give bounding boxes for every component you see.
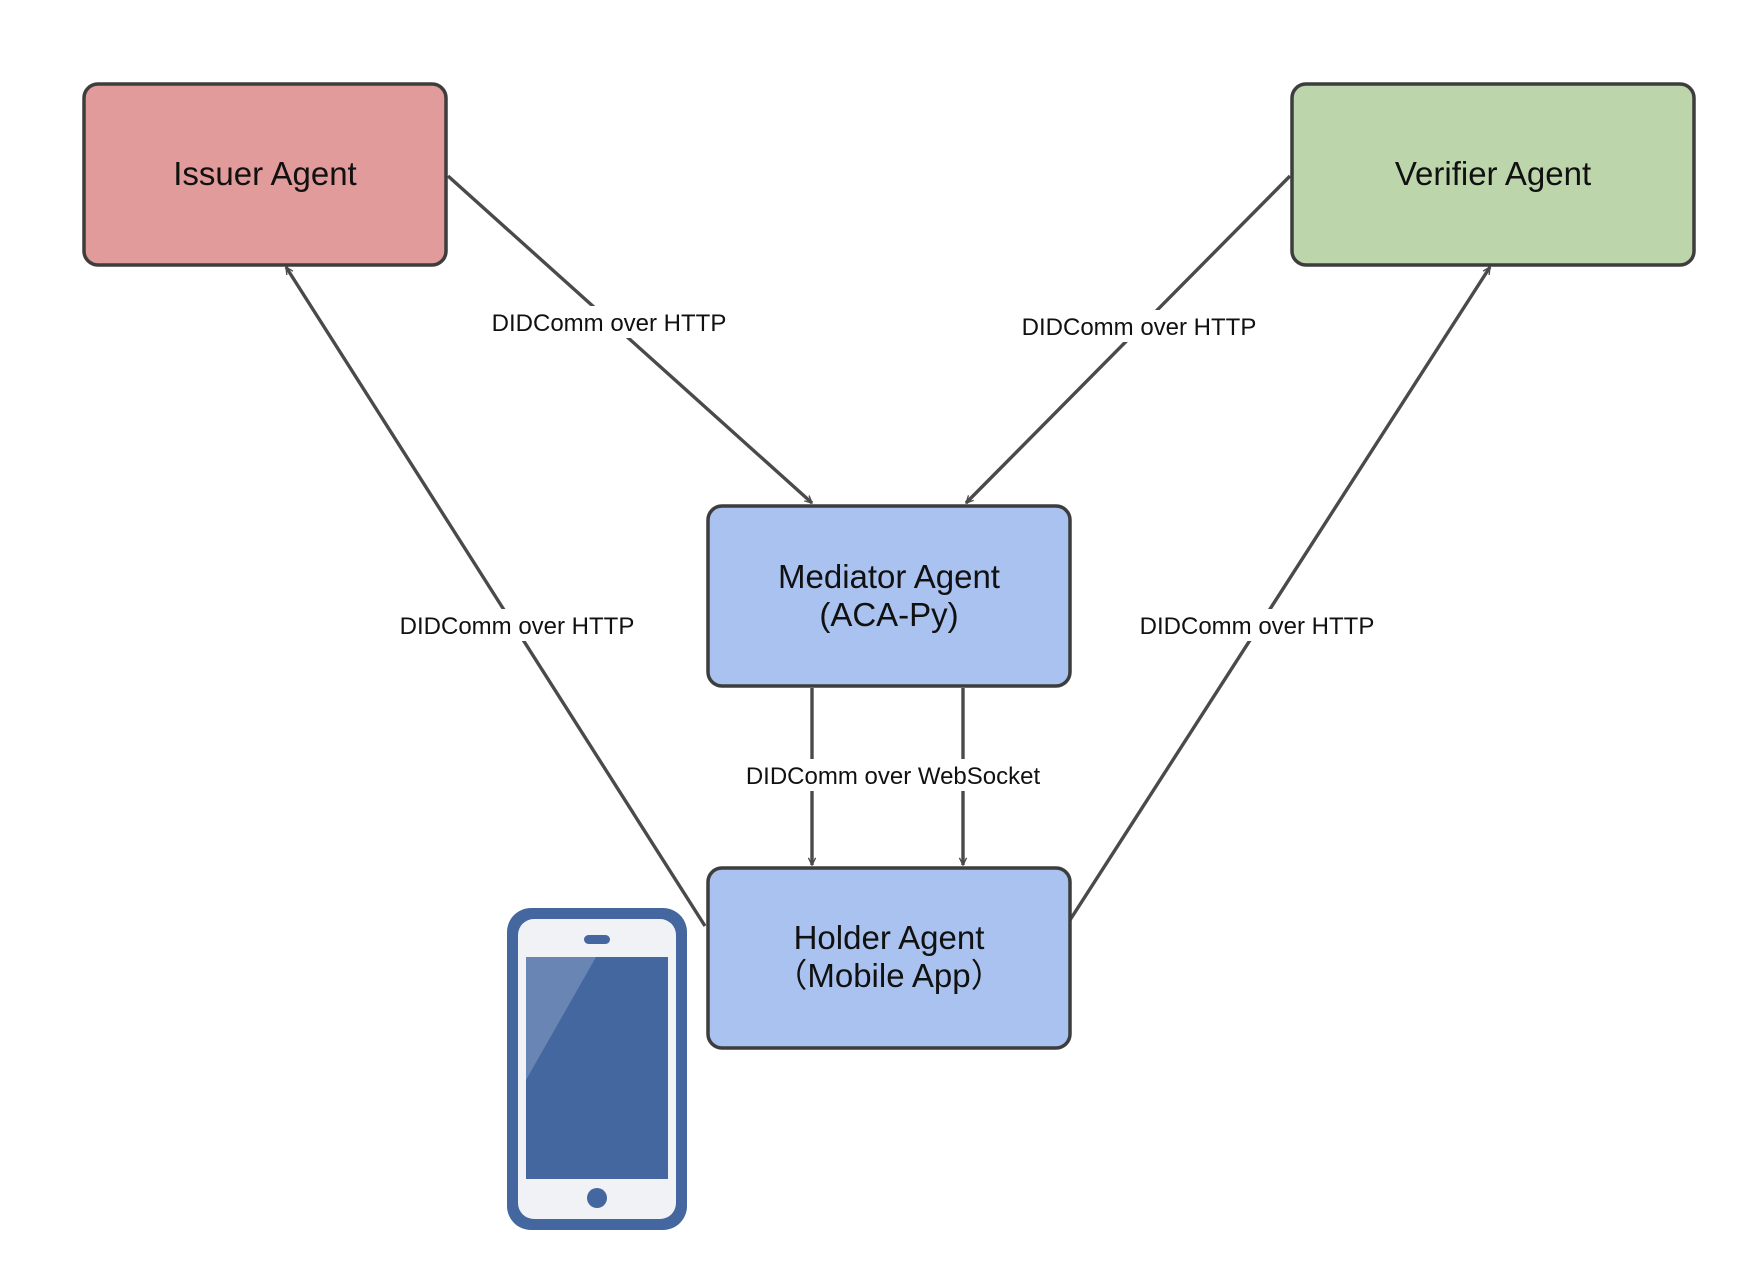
edge-label-mediator-holder: DIDComm over WebSocket [742,759,1044,791]
issuer-agent-label: Issuer Agent [173,155,356,192]
mediator-agent-node: Mediator Agent (ACA-Py) [706,504,1072,688]
svg-text:DIDComm over HTTP: DIDComm over HTTP [1022,314,1257,341]
edge-issuer-to-mediator [446,174,814,505]
edge-label-holder-issuer: DIDComm over HTTP [397,609,638,641]
issuer-agent-node: Issuer Agent [82,82,448,267]
svg-text:DIDComm over HTTP: DIDComm over HTTP [1140,613,1375,640]
mobile-phone-icon [507,908,687,1230]
mediator-agent-label-line1: Mediator Agent [778,558,1000,595]
svg-text:DIDComm over HTTP: DIDComm over HTTP [400,613,635,640]
svg-text:DIDComm over WebSocket: DIDComm over WebSocket [746,763,1041,790]
verifier-agent-node: Verifier Agent [1290,82,1696,267]
svg-text:DIDComm over HTTP: DIDComm over HTTP [492,310,727,337]
edge-label-holder-verifier: DIDComm over HTTP [1136,609,1377,641]
holder-agent-label-line2: （Mobile App） [774,957,1003,994]
edge-label-verifier-mediator: DIDComm over HTTP [1018,310,1259,342]
verifier-agent-label: Verifier Agent [1395,155,1591,192]
edge-holder-to-verifier [1068,267,1492,921]
holder-agent-label-line1: Holder Agent [794,919,985,956]
holder-agent-node: Holder Agent （Mobile App） [706,866,1072,1050]
edge-label-issuer-mediator: DIDComm over HTTP [488,306,729,338]
mediator-agent-label-line2: (ACA-Py) [819,596,958,633]
edge-holder-to-issuer [284,267,707,927]
